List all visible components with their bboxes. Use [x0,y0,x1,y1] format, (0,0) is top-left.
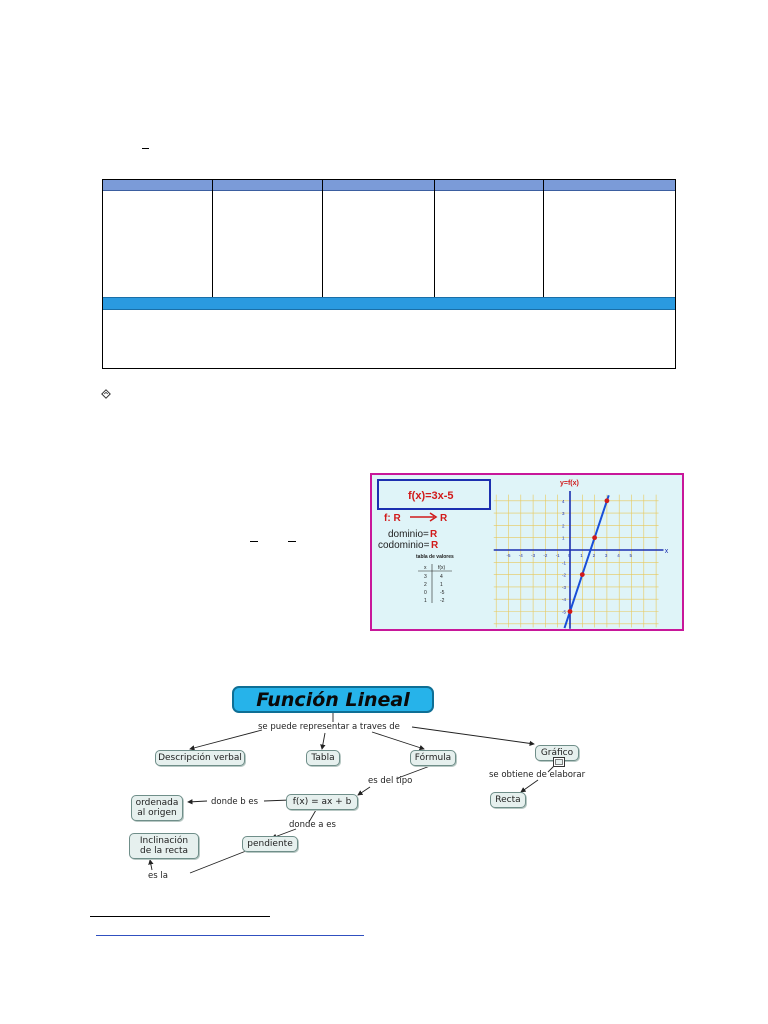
values-cell: 2 [424,582,427,588]
mapping-right: R [440,513,448,524]
table-section-band [103,297,675,310]
x-tick-label: -4 [519,553,523,558]
linear-function-graph-image: f(x)=3x-5 f: R R dominio= R codominio= R… [370,473,684,631]
values-cell: 3 [424,574,427,580]
x-tick-label: 2 [593,553,596,558]
y-tick-label: 3 [562,511,565,516]
x-tick-label: 0 [568,553,571,558]
domain-value: R [430,529,438,540]
node-line: Recta [490,792,526,808]
data-point [604,498,610,504]
link-a-is: donde a es [289,820,336,830]
node-slope: pendiente [242,836,298,852]
x-tick-label: -2 [543,553,547,558]
values-cell: 4 [440,574,443,580]
graph-canvas: f(x)=3x-5 f: R R dominio= R codominio= R… [377,479,669,629]
y-tick-label: -2 [562,573,566,578]
mapping-left: f: R [384,513,401,524]
domain-label: dominio= [388,529,429,540]
y-axis-label: y=f(x) [560,480,579,487]
node-table: Tabla [306,750,340,766]
x-tick-label: 4 [617,553,620,558]
text-dash [142,148,149,149]
link-represent: se puede representar a traves de [258,722,400,732]
table-column-divider [322,180,323,298]
node-intercept: ordenada al origen [131,795,183,821]
table-header-row [103,180,675,191]
y-tick-label: -5 [562,610,566,615]
node-inclination: Inclinación de la recta [129,833,199,859]
x-tick-label: -3 [531,553,535,558]
codomain-value: R [431,540,439,551]
values-header-x: x [424,565,427,571]
y-tick-label: -4 [562,597,566,602]
diamond-bullet-icon [101,389,111,399]
node-verbal-description: Descripción verbal [155,750,245,766]
node-equation: f(x) = ax + b [286,794,358,810]
link-b-is: donde b es [211,797,259,807]
x-tick-label: -5 [507,553,511,558]
x-tick-label: 3 [605,553,608,558]
y-tick-label: 2 [562,523,565,528]
footnote-separator [90,916,270,917]
codomain-label: codominio= [378,540,430,551]
table-column-divider [434,180,435,298]
function-line [563,494,610,629]
table-column-divider [543,180,544,298]
link-obtained: se obtiene de elaborar [489,770,586,780]
values-cell: 0 [424,590,427,596]
empty-table [102,179,676,369]
values-cell: -2 [440,598,445,604]
concept-map-title: Función Lineal [232,686,434,713]
link-type: es del tipo [368,776,413,786]
x-axis-label: x [665,548,669,555]
text-dash [288,541,296,542]
x-tick-label: 5 [630,553,633,558]
x-tick-label: 1 [580,553,583,558]
y-tick-label: -3 [562,585,566,590]
text-dash [250,541,258,542]
values-table-title: tabla de valores [416,554,454,560]
link-is-the: es la [148,871,168,881]
data-point [567,609,573,614]
function-label: f(x)=3x-5 [408,490,454,502]
node-formula: Fórmula [410,750,456,766]
y-tick-label: 4 [562,499,565,504]
values-cell: -5 [440,590,445,596]
data-point [579,572,585,577]
values-cell: 1 [440,582,443,588]
footnote-link[interactable] [96,935,364,936]
x-tick-label: -1 [556,553,560,558]
table-column-divider [212,180,213,298]
y-tick-label: 1 [562,536,565,541]
values-header-fx: f(x) [438,565,446,571]
y-tick-label: -1 [562,560,566,565]
values-cell: 1 [424,598,427,604]
document-icon [553,757,565,767]
data-point [592,535,597,541]
